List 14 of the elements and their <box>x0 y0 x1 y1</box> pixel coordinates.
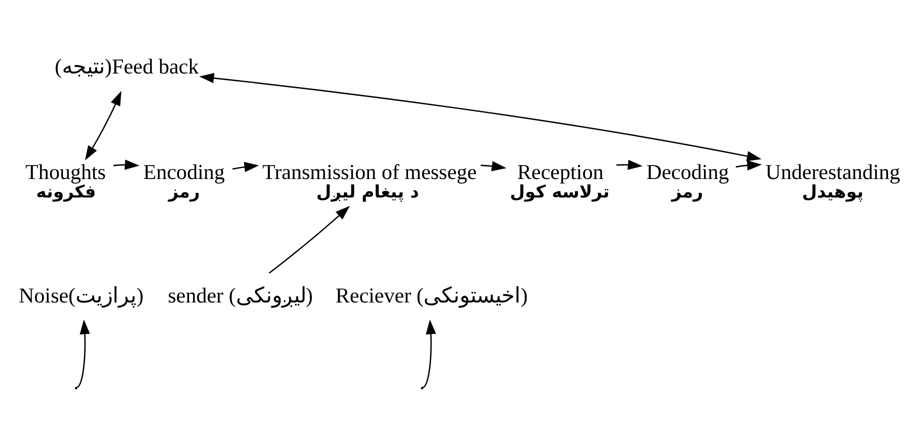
arrow <box>616 160 643 170</box>
node-text: Reciever (اخیستونکی) <box>336 283 528 308</box>
node-text: (نتیجه)Feed back <box>54 54 199 78</box>
arrow <box>422 319 436 388</box>
node-text: sender (لیږونکی) <box>168 283 313 308</box>
arrow <box>113 160 140 170</box>
arrow <box>736 160 762 171</box>
arrow <box>84 90 122 160</box>
arrow <box>76 319 90 388</box>
node-text: Noise(پرازیت) <box>18 283 144 308</box>
arrow <box>480 161 506 172</box>
arrow <box>268 206 350 274</box>
arrow <box>232 162 259 172</box>
arrow <box>199 73 762 162</box>
